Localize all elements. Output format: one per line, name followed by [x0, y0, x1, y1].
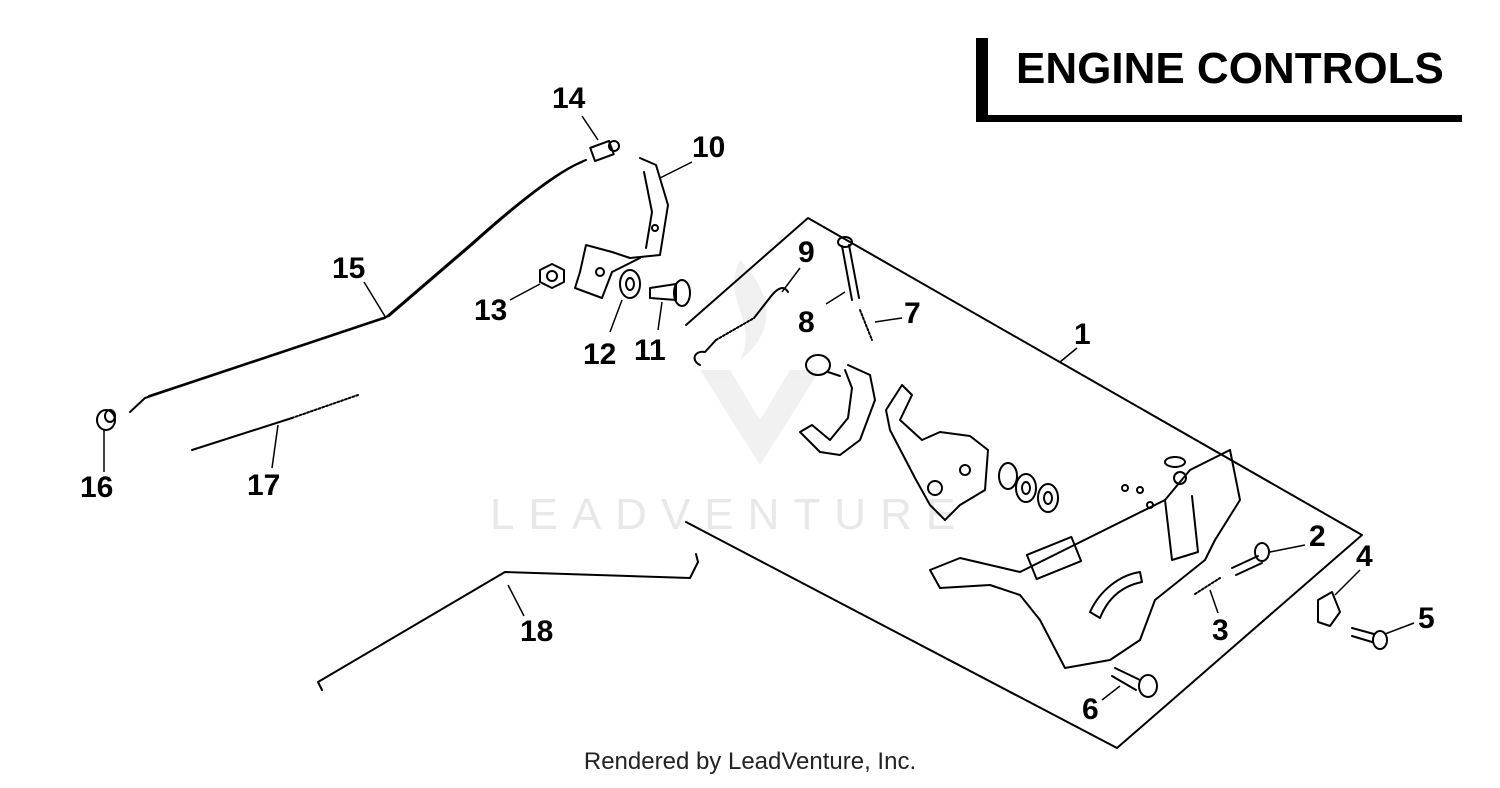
- rod-15[interactable]: [129, 159, 587, 413]
- cable-17[interactable]: [191, 394, 359, 451]
- bolt-11[interactable]: [649, 279, 691, 307]
- callout-12: 12: [583, 338, 616, 371]
- callout-1: 1: [1074, 318, 1091, 351]
- callout-9: 9: [798, 236, 815, 269]
- callout-6: 6: [1082, 693, 1099, 726]
- title-frame-bottom-bar: [976, 115, 1462, 122]
- ferrule-16[interactable]: [96, 409, 116, 431]
- spring-3[interactable]: [1194, 577, 1221, 595]
- spring-9[interactable]: [693, 287, 789, 366]
- title-frame-left-bar: [976, 38, 988, 122]
- callout-8: 8: [798, 306, 815, 339]
- clip-4[interactable]: [1317, 591, 1341, 627]
- screw-2[interactable]: [1231, 542, 1270, 576]
- callout-14: 14: [552, 82, 586, 115]
- callout-10: 10: [692, 131, 725, 164]
- page-title: ENGINE CONTROLS: [1016, 44, 1444, 93]
- callout-17: 17: [247, 469, 280, 502]
- callout-7: 7: [904, 297, 921, 330]
- rod-18[interactable]: [317, 553, 699, 691]
- screw-5[interactable]: [1351, 627, 1388, 650]
- callout-15: 15: [332, 252, 365, 285]
- lever-10[interactable]: [574, 157, 669, 299]
- control-bracket[interactable]: [929, 449, 1241, 669]
- callout-13: 13: [474, 294, 507, 327]
- nut-13[interactable]: [539, 263, 565, 289]
- callout-16: 16: [80, 471, 113, 504]
- callout-11: 11: [634, 334, 666, 367]
- watermark-text: LEADVENTURE: [490, 490, 970, 539]
- title-frame: ENGINE CONTROLS: [976, 38, 1462, 122]
- washer-12[interactable]: [619, 269, 641, 299]
- throttle-plate[interactable]: [885, 384, 989, 521]
- assembly-outline: [685, 217, 1363, 749]
- leader-lines: [103, 115, 1415, 701]
- callout-2: 2: [1309, 520, 1326, 553]
- callout-18: 18: [520, 615, 553, 648]
- governor-bracket[interactable]: [799, 354, 876, 456]
- callout-labels: 1 2 3 4 5 6 7 8 9 10 11 12 13 14 15 16 1…: [80, 82, 1435, 726]
- spring-7[interactable]: [859, 309, 873, 341]
- callout-5: 5: [1418, 602, 1435, 635]
- screw-8[interactable]: [837, 236, 860, 301]
- bolt-6[interactable]: [1111, 667, 1158, 698]
- callout-4: 4: [1356, 540, 1373, 573]
- washers-set[interactable]: [998, 462, 1059, 513]
- callout-3: 3: [1212, 614, 1229, 647]
- footer-credit: Rendered by LeadVenture, Inc.: [583, 748, 917, 775]
- watermark-logo: [700, 260, 820, 465]
- connector-14[interactable]: [589, 140, 620, 162]
